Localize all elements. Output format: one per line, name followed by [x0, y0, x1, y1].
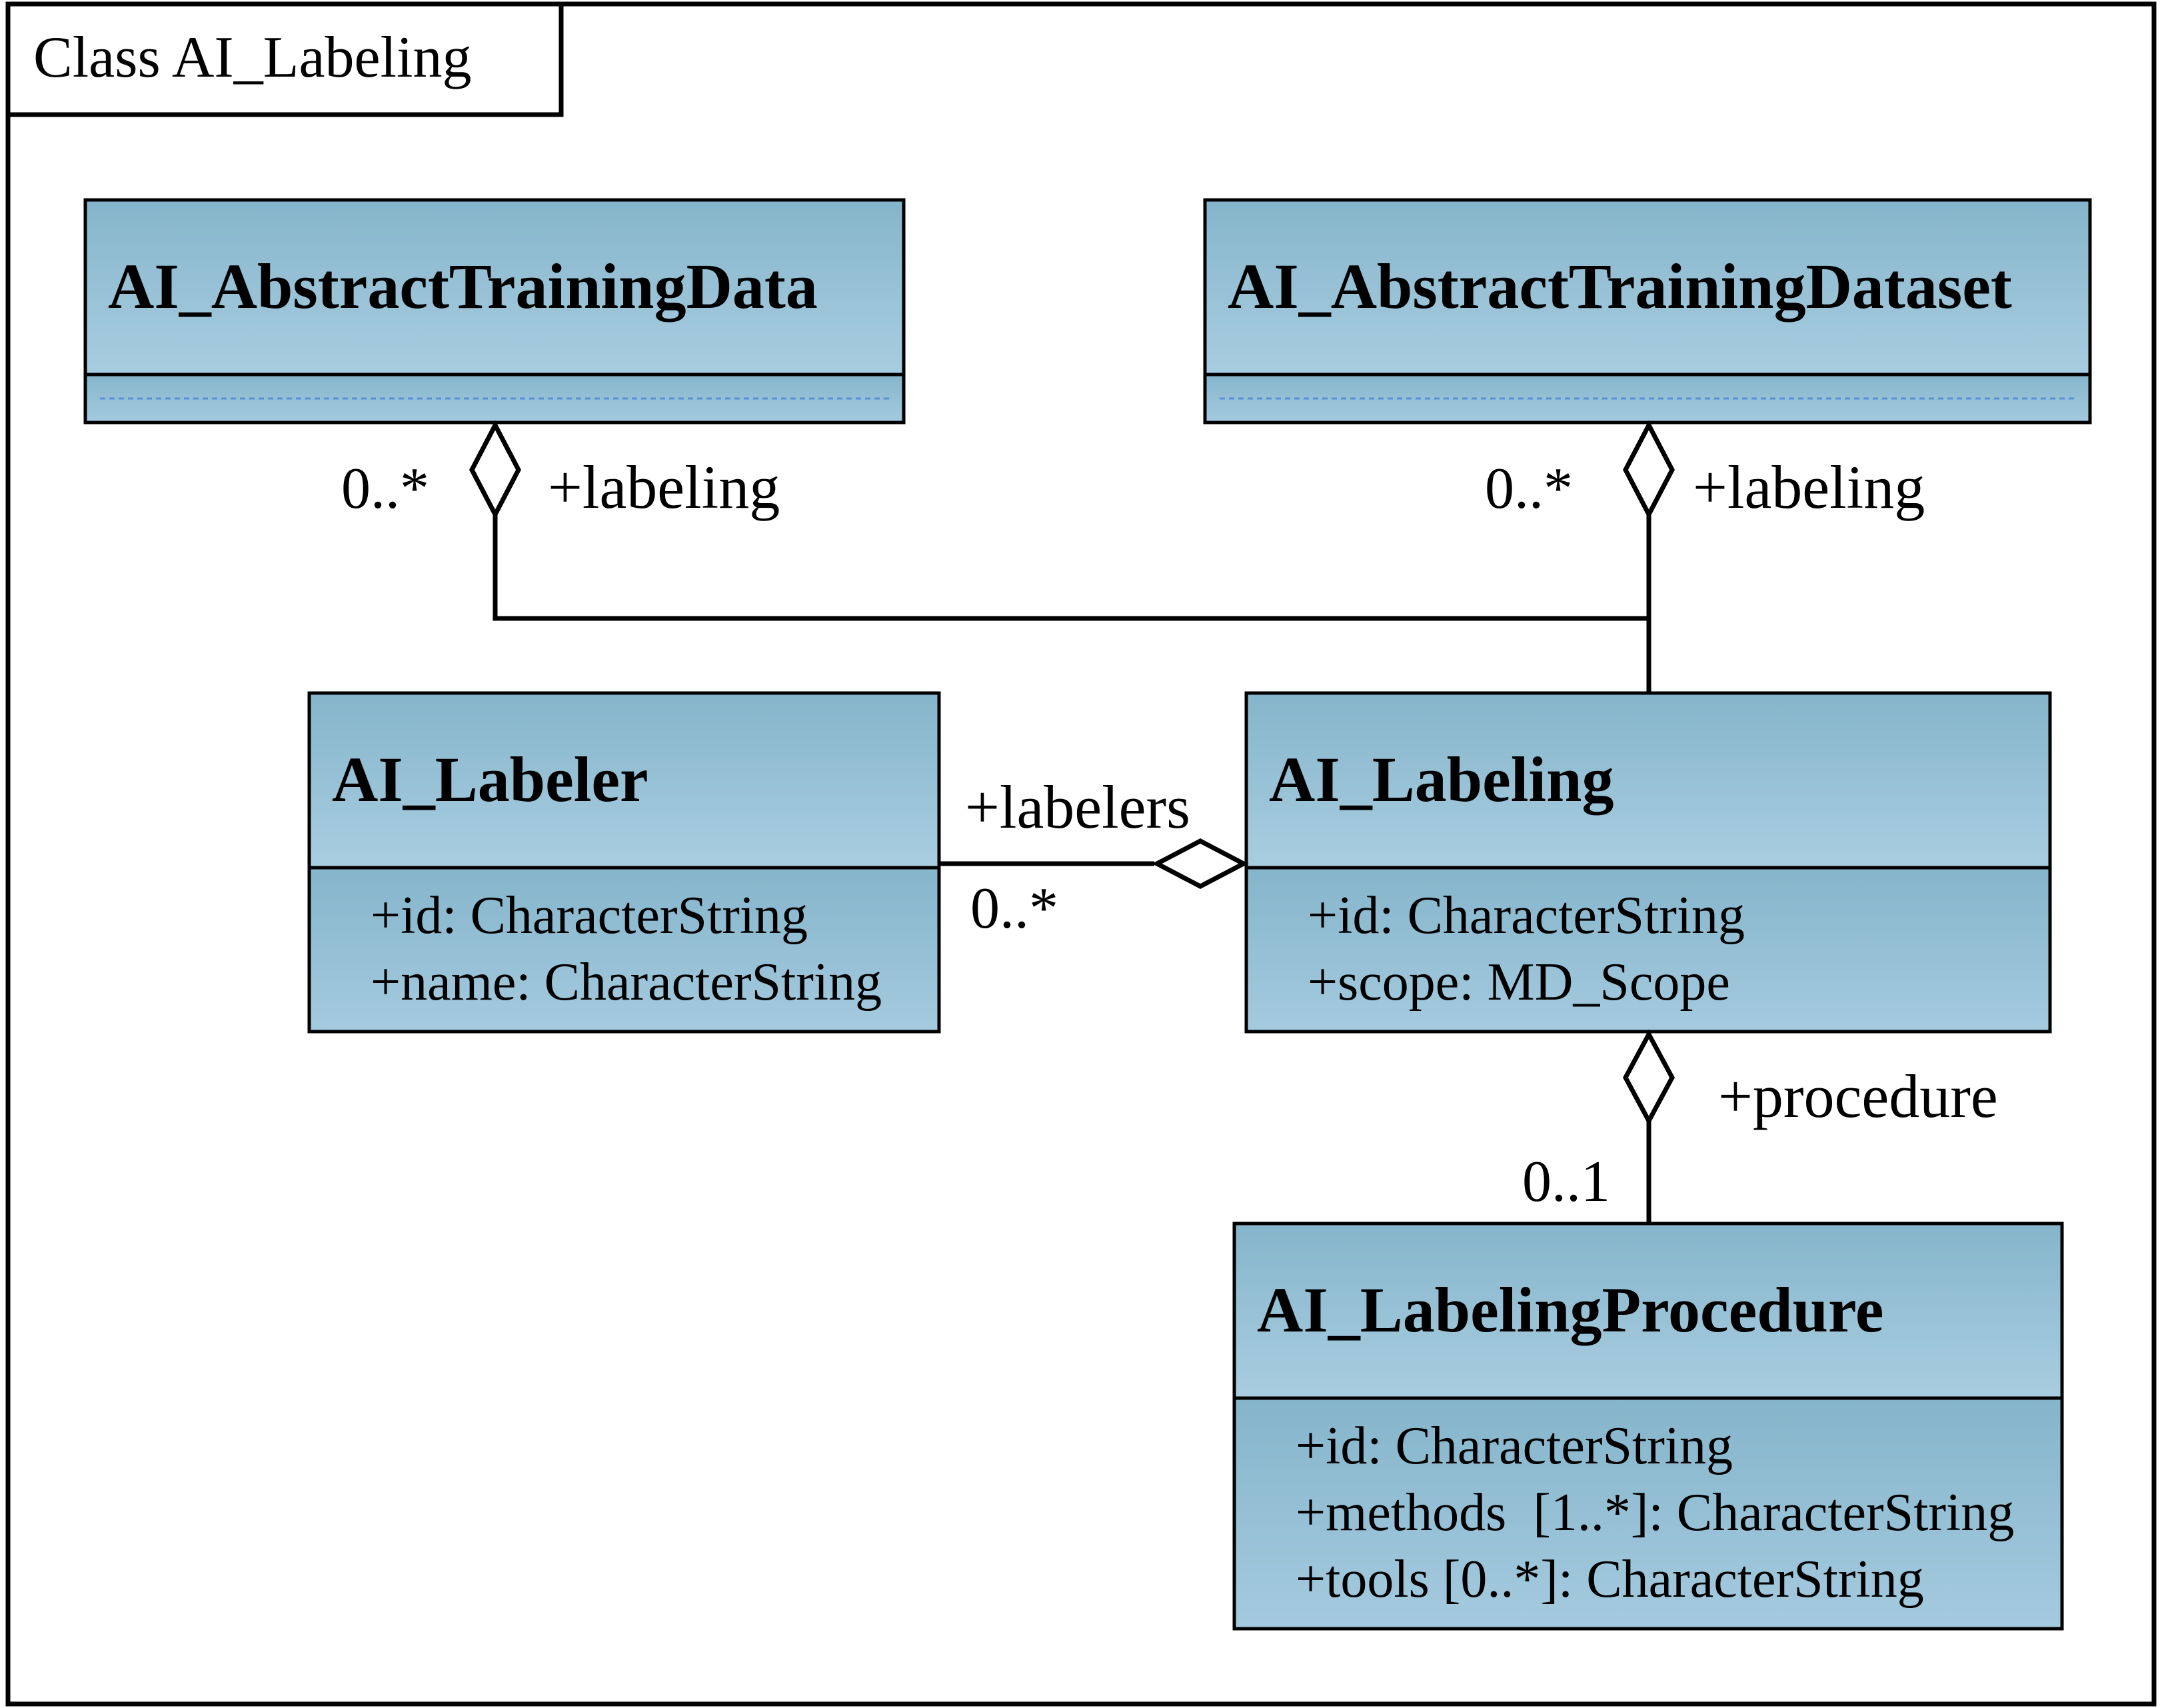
- role-data-labeling: +labeling: [548, 453, 780, 521]
- role-labelers: +labelers: [965, 773, 1190, 841]
- class-header: [307, 691, 941, 870]
- aggregation-diamond-procedure: [1623, 1029, 1675, 1126]
- class-ai-labeler[interactable]: AI_Labeler +id: CharacterString +name: C…: [307, 691, 941, 1034]
- frame-title: Class AI_Labeling: [33, 25, 471, 90]
- aggregation-diamond-labelers: [1152, 838, 1249, 889]
- class-attributes-compartment: [1244, 866, 2052, 1034]
- class-header: [83, 198, 906, 377]
- class-name: AI_Labeling: [1269, 744, 1614, 815]
- class-ai-labeling[interactable]: AI_Labeling +id: CharacterString +scope:…: [1244, 691, 2052, 1034]
- class-name: AI_LabelingProcedure: [1257, 1274, 1883, 1345]
- class-ai-abstract-training-data[interactable]: AI_AbstractTrainingData: [83, 198, 906, 425]
- class-header: [1232, 1222, 2064, 1400]
- frame-title-tab: [5, 1, 564, 117]
- class-name: AI_AbstractTrainingDataset: [1228, 251, 2012, 322]
- role-procedure: +procedure: [1718, 1062, 1998, 1130]
- multiplicity-dataset-labeling: 0..*: [1485, 456, 1573, 521]
- aggregation-diamond-dataset: [1623, 420, 1675, 520]
- class-attributes-compartment: [1232, 1396, 2064, 1631]
- role-dataset-labeling: +labeling: [1693, 453, 1925, 521]
- attribute-id: +id: CharacterString: [371, 886, 808, 945]
- attribute-id: +id: CharacterString: [1296, 1417, 1733, 1475]
- connectors: [493, 514, 1651, 1224]
- attribute-methods: +methods [1..*]: CharacterString: [1296, 1483, 2014, 1542]
- attribute-scope: +scope: MD_Scope: [1308, 953, 1730, 1012]
- attribute-tools: +tools [0..*]: CharacterString: [1296, 1550, 1924, 1609]
- class-ai-abstract-training-dataset[interactable]: AI_AbstractTrainingDataset: [1203, 198, 2092, 425]
- attribute-id: +id: CharacterString: [1308, 886, 1745, 945]
- multiplicity-data-labeling: 0..*: [341, 456, 429, 521]
- class-name: AI_Labeler: [332, 744, 648, 815]
- class-header: [1203, 198, 2092, 377]
- attribute-name: +name: CharacterString: [371, 953, 882, 1012]
- multiplicity-labelers: 0..*: [970, 876, 1058, 941]
- class-header: [1244, 691, 2052, 870]
- class-attributes-compartment: [307, 866, 941, 1034]
- aggregation-diamond-data: [469, 420, 521, 520]
- multiplicity-procedure: 0..1: [1522, 1150, 1610, 1214]
- class-name: AI_AbstractTrainingData: [108, 251, 818, 322]
- class-ai-labeling-procedure[interactable]: AI_LabelingProcedure +id: CharacterStrin…: [1232, 1222, 2064, 1631]
